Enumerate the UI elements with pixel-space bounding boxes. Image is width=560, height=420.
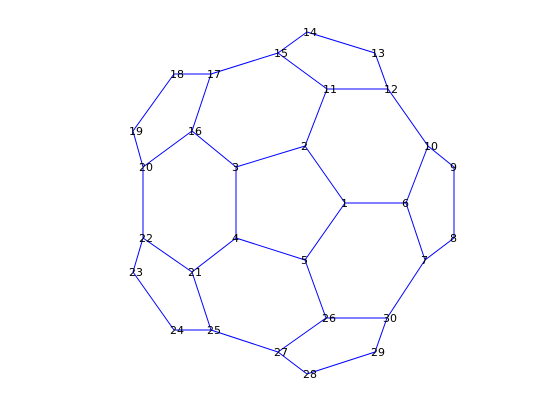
- edge-12-10: [387, 88, 429, 147]
- edge-13-14: [306, 31, 376, 54]
- edge-19-20: [132, 130, 144, 168]
- edge-29-30: [374, 317, 388, 353]
- graph-edges: [132, 31, 455, 375]
- edge-7-8: [424, 237, 455, 261]
- node-label-9: 9: [450, 161, 457, 174]
- node-label-20: 20: [139, 161, 153, 174]
- node-label-13: 13: [371, 47, 385, 60]
- edge-25-21: [191, 271, 212, 331]
- node-label-6: 6: [402, 197, 409, 210]
- node-label-16: 16: [188, 125, 202, 138]
- node-label-22: 22: [139, 232, 153, 245]
- node-label-28: 28: [303, 368, 317, 381]
- node-label-23: 23: [129, 266, 143, 279]
- node-label-5: 5: [301, 254, 308, 267]
- edge-23-24: [132, 271, 175, 331]
- node-label-25: 25: [207, 324, 221, 337]
- edge-16-3: [191, 130, 237, 168]
- edge-22-23: [132, 237, 144, 273]
- node-label-27: 27: [274, 346, 288, 359]
- edge-20-16: [142, 130, 193, 168]
- node-label-1: 1: [341, 197, 348, 210]
- edge-22-21: [142, 237, 193, 273]
- edge-10-6: [405, 145, 429, 204]
- node-label-14: 14: [303, 26, 317, 39]
- node-label-12: 12: [384, 83, 398, 96]
- node-label-19: 19: [129, 125, 143, 138]
- node-label-18: 18: [170, 68, 184, 81]
- edge-25-27: [210, 329, 279, 353]
- node-label-21: 21: [188, 266, 202, 279]
- edge-2-3: [235, 145, 306, 168]
- edge-6-7: [405, 202, 426, 261]
- edge-21-4: [191, 237, 237, 273]
- edge-18-19: [132, 73, 175, 132]
- edge-15-17: [210, 52, 279, 75]
- edge-27-28: [277, 351, 308, 375]
- edge-9-10: [427, 145, 455, 168]
- edge-2-11: [304, 88, 328, 147]
- node-label-2: 2: [301, 140, 308, 153]
- edge-26-5: [304, 259, 327, 319]
- node-label-15: 15: [274, 47, 288, 60]
- edge-4-5: [235, 237, 306, 261]
- edge-5-1: [304, 202, 346, 261]
- node-label-24: 24: [170, 324, 184, 337]
- edge-30-7: [386, 259, 426, 319]
- edge-27-26: [277, 317, 327, 353]
- edge-15-11: [277, 52, 328, 90]
- edge-12-13: [374, 52, 389, 90]
- edge-28-29: [306, 351, 376, 375]
- edge-17-16: [191, 73, 212, 132]
- edge-1-2: [304, 145, 346, 204]
- node-label-10: 10: [424, 140, 438, 153]
- node-label-30: 30: [383, 312, 397, 325]
- node-label-17: 17: [207, 68, 221, 81]
- node-label-8: 8: [450, 232, 457, 245]
- node-label-3: 3: [232, 161, 239, 174]
- node-label-29: 29: [371, 346, 385, 359]
- node-label-26: 26: [322, 312, 336, 325]
- node-label-4: 4: [232, 232, 239, 245]
- edge-14-15: [277, 31, 308, 54]
- node-label-7: 7: [421, 254, 428, 267]
- node-label-11: 11: [323, 83, 337, 96]
